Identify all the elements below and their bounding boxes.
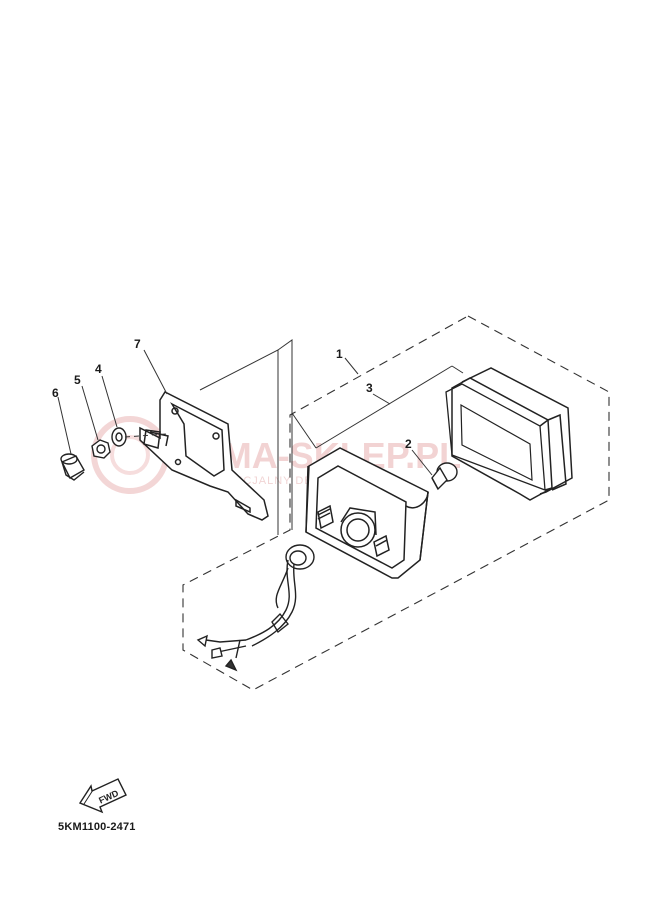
wire-harness bbox=[196, 544, 315, 672]
part-code-label: 5KM1100-2471 bbox=[58, 821, 136, 833]
callout-5: 5 bbox=[74, 373, 81, 387]
callout-3: 3 bbox=[366, 381, 373, 395]
collar bbox=[60, 453, 85, 481]
license-bracket bbox=[139, 391, 269, 521]
callout-6: 6 bbox=[52, 386, 59, 400]
callout-7: 7 bbox=[134, 337, 141, 351]
bulb bbox=[431, 462, 458, 491]
washer bbox=[111, 427, 127, 447]
nut bbox=[91, 439, 111, 459]
callout-4: 4 bbox=[95, 362, 102, 376]
callout-2: 2 bbox=[405, 437, 412, 451]
assembly-boundary bbox=[182, 315, 610, 691]
fwd-arrow-icon: FWD bbox=[78, 778, 127, 814]
lens-leader bbox=[291, 365, 464, 449]
socket-base bbox=[305, 447, 429, 579]
tail-lamp-lens bbox=[445, 367, 573, 501]
leader-lines bbox=[57, 349, 433, 476]
callout-1: 1 bbox=[336, 347, 343, 361]
